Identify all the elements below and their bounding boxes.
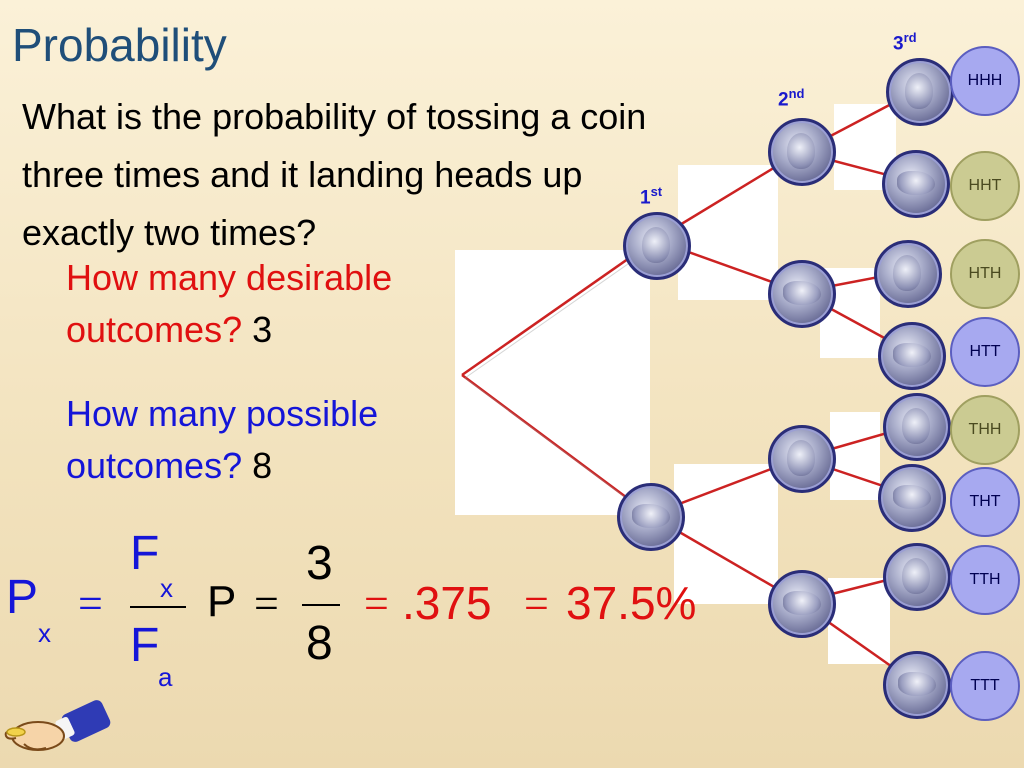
- slide-title: Probability: [12, 19, 227, 71]
- outcome-hhh: HHH: [950, 46, 1020, 116]
- coin-level3-7: [883, 543, 951, 611]
- formula-f-bottom: F: [130, 619, 160, 672]
- desirable-answer: 3: [252, 309, 273, 350]
- coin-level2-tails-2: [768, 570, 836, 638]
- formula-f-top: F: [130, 527, 160, 580]
- formula-fraction-bar-2: [302, 604, 340, 606]
- formula-f-bottom-sub: a: [158, 662, 173, 692]
- branch-root-h: [461, 238, 656, 377]
- formula-equals-1: =: [78, 579, 103, 628]
- question-text: What is the probability of tossing a coi…: [22, 96, 647, 253]
- formula-equals-2: =: [254, 579, 279, 628]
- formula-p: P: [6, 571, 39, 624]
- level-label-2: 2nd: [778, 86, 805, 111]
- coin-level2-tails-1: [768, 260, 836, 328]
- formula-p-sub: x: [38, 618, 51, 648]
- coin-level3-4: [878, 322, 946, 390]
- outcome-tht: THT: [950, 467, 1020, 537]
- outcome-hht: HHT: [950, 151, 1020, 221]
- formula-p2: P: [207, 577, 237, 626]
- level-label-1: 1st: [640, 184, 663, 209]
- formula-numerator: 3: [306, 537, 333, 590]
- formula-fraction-bar-1: [130, 606, 186, 608]
- hand-pointer-icon[interactable]: [2, 692, 112, 762]
- coin-level3-6: [878, 464, 946, 532]
- tree-backdrop-6: [830, 412, 880, 500]
- coin-level1-tails: [617, 483, 685, 551]
- coin-level3-5: [883, 393, 951, 461]
- formula-result: .375: [402, 577, 492, 629]
- formula-denominator: 8: [306, 617, 333, 670]
- possible-answer: 8: [252, 445, 273, 486]
- outcome-thh: THH: [950, 395, 1020, 465]
- formula-equals-3: =: [364, 579, 389, 628]
- desirable-question: How many desirable outcomes? 3: [66, 257, 393, 350]
- coin-level2-heads-1: [768, 118, 836, 186]
- coin-level1-heads: [623, 212, 691, 280]
- level-label-3: 3rd: [893, 30, 917, 55]
- coin-level3-1: [886, 58, 954, 126]
- outcome-tth: TTH: [950, 545, 1020, 615]
- coin-level3-3: [874, 240, 942, 308]
- formula-equals-4: =: [524, 579, 549, 628]
- outcome-htt: HTT: [950, 317, 1020, 387]
- coin-level2-heads-2: [768, 425, 836, 493]
- possible-question: How many possible outcomes? 8: [66, 393, 379, 486]
- tree-backdrop-1: [455, 250, 650, 515]
- outcome-hth: HTH: [950, 239, 1020, 309]
- coin-level3-2: [882, 150, 950, 218]
- formula-f-top-sub: x: [160, 573, 173, 603]
- outcome-ttt: TTT: [950, 651, 1020, 721]
- formula-percent: 37.5%: [566, 577, 697, 629]
- branch-root-t: [461, 373, 651, 517]
- coin-level3-8: [883, 651, 951, 719]
